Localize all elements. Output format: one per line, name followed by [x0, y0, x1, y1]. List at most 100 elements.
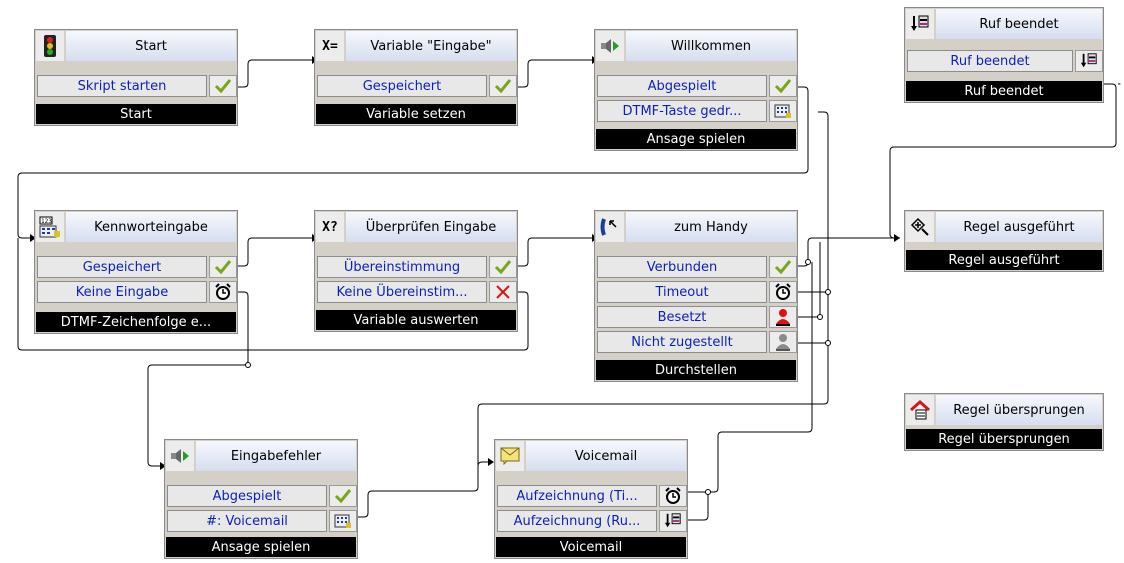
block-header: Voicemail [495, 440, 687, 472]
checkmark-icon [329, 485, 357, 507]
exit-ruf-beendet[interactable]: Ruf beendet [907, 50, 1103, 72]
block-title: zum Handy [626, 212, 796, 242]
exit-keine-uebereinstimmung[interactable]: Keine Übereinstim... [317, 281, 517, 303]
exit-dtmf-taste[interactable]: DTMF-Taste gedr... [597, 100, 797, 122]
checkmark-icon [769, 75, 797, 97]
hangup-icon [1075, 50, 1103, 72]
block-header: 123 Kennworteingabe [35, 211, 237, 243]
block-footer: Variable setzen [316, 104, 516, 124]
exit-label: Aufzeichnung (Ru... [497, 510, 657, 532]
zum-handy-block[interactable]: zum Handy Verbunden Timeout Besetzt Nich… [594, 210, 798, 382]
block-header: X= Variable "Eingabe" [315, 30, 517, 62]
keypad-icon [769, 100, 797, 122]
keypad-input-icon: 123 [36, 212, 64, 242]
rule-executed-icon [906, 212, 934, 242]
exit-aufzeichnung-timeout[interactable]: Aufzeichnung (Ti... [497, 485, 687, 507]
block-header: X? Überprüfen Eingabe [315, 211, 517, 243]
cross-icon [489, 281, 517, 303]
checkmark-icon [209, 75, 237, 97]
block-title: Kennworteingabe [66, 212, 236, 242]
exit-abgespielt[interactable]: Abgespielt [597, 75, 797, 97]
exit-uebereinstimmung[interactable]: Übereinstimmung [317, 256, 517, 278]
block-title: Willkommen [626, 31, 796, 61]
block-header: zum Handy [595, 211, 797, 243]
voicemail-block[interactable]: Voicemail Aufzeichnung (Ti... Aufzeichnu… [494, 439, 688, 559]
exit-voicemail[interactable]: #: Voicemail [167, 510, 357, 532]
block-header: Willkommen [595, 30, 797, 62]
block-header: Start [35, 30, 237, 62]
block-header: Ruf beendet [905, 8, 1103, 40]
exit-label: Skript starten [37, 75, 207, 97]
traffic-light-icon [36, 31, 64, 61]
exit-gespeichert[interactable]: Gespeichert [37, 256, 237, 278]
exit-label: Gespeichert [37, 256, 207, 278]
kennworteingabe-block[interactable]: 123 Kennworteingabe Gespeichert Keine Ei… [34, 210, 238, 334]
alarm-clock-icon [209, 281, 237, 303]
speaker-icon [166, 441, 194, 471]
checkmark-icon [209, 256, 237, 278]
block-footer: Regel übersprungen [906, 429, 1102, 449]
exit-verbunden[interactable]: Verbunden [597, 256, 797, 278]
block-title: Ruf beendet [936, 9, 1102, 39]
exit-label: Besetzt [597, 306, 767, 328]
exit-besetzt[interactable]: Besetzt [597, 306, 797, 328]
exit-label: Verbunden [597, 256, 767, 278]
start-block[interactable]: Start Skript starten Start [34, 29, 238, 126]
variable-check-icon: X? [316, 212, 344, 242]
exit-keine-eingabe[interactable]: Keine Eingabe [37, 281, 237, 303]
block-footer: Ruf beendet [906, 81, 1102, 101]
exit-timeout[interactable]: Timeout [597, 281, 797, 303]
block-footer: Durchstellen [596, 360, 796, 380]
regel-ausgefuehrt-block[interactable]: Regel ausgeführt Regel ausgeführt [904, 210, 1104, 272]
speaker-icon [596, 31, 624, 61]
ueberpruefen-block[interactable]: X? Überprüfen Eingabe Übereinstimmung Ke… [314, 210, 518, 332]
block-footer: DTMF-Zeichenfolge e... [36, 312, 236, 332]
exit-label: Timeout [597, 281, 767, 303]
block-header: Regel übersprungen [905, 394, 1103, 426]
block-header: Regel ausgeführt [905, 211, 1103, 243]
block-footer: Ansage spielen [596, 129, 796, 149]
alarm-clock-icon [659, 485, 687, 507]
exit-label: Aufzeichnung (Ti... [497, 485, 657, 507]
exit-label: Keine Übereinstim... [317, 281, 487, 303]
checkmark-icon [489, 256, 517, 278]
block-title: Variable "Eingabe" [346, 31, 516, 61]
busy-person-icon [769, 306, 797, 328]
variable-block[interactable]: X= Variable "Eingabe" Gespeichert Variab… [314, 29, 518, 126]
phone-transfer-icon [596, 212, 624, 242]
unavailable-person-icon [769, 331, 797, 353]
exit-label: Nicht zugestellt [597, 331, 767, 353]
exit-skript-starten[interactable]: Skript starten [37, 75, 237, 97]
eingabefehler-block[interactable]: Eingabefehler Abgespielt #: Voicemail An… [164, 439, 358, 559]
alarm-clock-icon [769, 281, 797, 303]
willkommen-block[interactable]: Willkommen Abgespielt DTMF-Taste gedr...… [594, 29, 798, 151]
svg-text:123: 123 [41, 218, 52, 225]
checkmark-icon [769, 256, 797, 278]
exit-abgespielt[interactable]: Abgespielt [167, 485, 357, 507]
block-title: Regel ausgeführt [936, 212, 1102, 242]
block-title: Überprüfen Eingabe [346, 212, 516, 242]
exit-nicht-zugestellt[interactable]: Nicht zugestellt [597, 331, 797, 353]
hangup-icon [659, 510, 687, 532]
block-header: Eingabefehler [165, 440, 357, 472]
block-footer: Variable auswerten [316, 310, 516, 330]
exit-label: #: Voicemail [167, 510, 327, 532]
voicemail-icon [496, 441, 524, 471]
ruf-beendet-block[interactable]: Ruf beendet Ruf beendet Ruf beendet [904, 7, 1104, 103]
block-title: Eingabefehler [196, 441, 356, 471]
block-title: Voicemail [526, 441, 686, 471]
exit-label: Übereinstimmung [317, 256, 487, 278]
keypad-icon [329, 510, 357, 532]
exit-label: Abgespielt [167, 485, 327, 507]
block-title: Start [66, 31, 236, 61]
exit-label: Gespeichert [317, 75, 487, 97]
exit-label: Abgespielt [597, 75, 767, 97]
exit-label: DTMF-Taste gedr... [597, 100, 767, 122]
rule-skipped-icon [906, 395, 934, 425]
block-footer: Voicemail [496, 537, 686, 557]
variable-set-icon: X= [316, 31, 344, 61]
regel-uebersprungen-block[interactable]: Regel übersprungen Regel übersprungen [904, 393, 1104, 451]
block-footer: Start [36, 104, 236, 124]
exit-aufzeichnung-ruf[interactable]: Aufzeichnung (Ru... [497, 510, 687, 532]
exit-gespeichert[interactable]: Gespeichert [317, 75, 517, 97]
